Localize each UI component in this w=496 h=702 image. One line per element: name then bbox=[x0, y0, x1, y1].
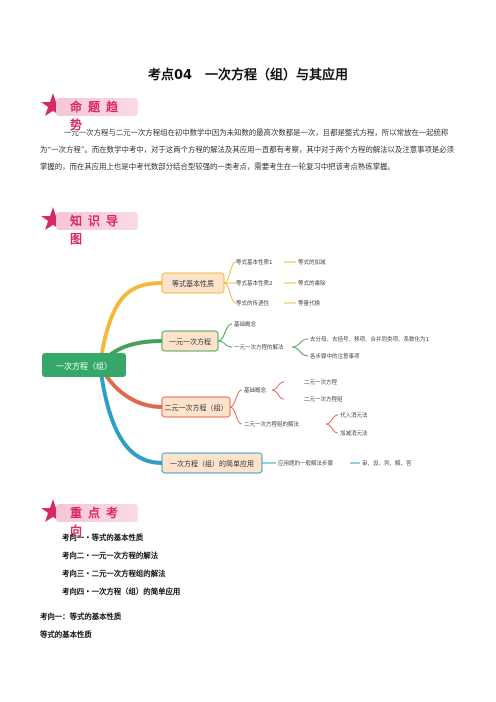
document-title: 考点04 一次方程（组）与其应用 bbox=[147, 68, 349, 83]
branch-line-4 bbox=[98, 364, 163, 465]
mindmap-b2-note: 去分母、去括号、移项、合并同类项、系数化为1 bbox=[310, 335, 429, 343]
mindmap-b3-item: 二元一次方程组的解法 bbox=[244, 420, 300, 428]
direction-list: 考向一・等式的基本性质 考向二・一元一次方程的解法 考向三・二元一次方程组的解法… bbox=[62, 529, 180, 601]
banner-label: 命题趋势 bbox=[56, 98, 138, 132]
mindmap-node-b4-label: 一次方程（组）的简单应用 bbox=[170, 459, 254, 468]
mindmap-node-b3-label: 二元一次方程（组） bbox=[165, 403, 228, 412]
mindmap-b1-note: 等式的乘除 bbox=[298, 279, 326, 287]
direction-item: 考向一・等式的基本性质 bbox=[62, 533, 144, 542]
branch-line-1 bbox=[98, 281, 163, 366]
direction-item: 考向四・一次方程（组）的简单应用 bbox=[62, 587, 181, 596]
mindmap-b1-item: 等式基本性质2 bbox=[236, 279, 273, 287]
mindmap-b3-item: 基础概念 bbox=[244, 386, 267, 394]
mindmap-b2-item: 一元一次方程的解法 bbox=[234, 343, 284, 351]
mindmap-b4-note: 审、设、列、解、答 bbox=[362, 459, 412, 467]
mindmap-root bbox=[42, 353, 126, 377]
mindmap-b3-sub: 二元一次方程组 bbox=[304, 395, 343, 403]
mindmap-node-b2-label: 一元一次方程 bbox=[169, 337, 211, 346]
knowledge-mindmap: 一次方程（组） 等式基本性质 等式基本性质1 等式基本性质2 等式的传递性 等式… bbox=[42, 258, 429, 474]
section-subheading: 等式的基本性质 bbox=[40, 630, 92, 639]
mindmap-root-label: 一次方程（组） bbox=[56, 361, 112, 371]
intro-paragraph: 一元一次方程与二元一次方程组在初中数学中因为未知数的最高次数都是一次，且都是整式… bbox=[40, 128, 455, 171]
mindmap-b2-item: 基础概念 bbox=[234, 320, 257, 328]
mindmap-b1-note: 等量代换 bbox=[298, 299, 321, 307]
section-heading: 考向一：等式的基本性质 bbox=[40, 612, 122, 621]
mindmap-b3-sub: 加减消元法 bbox=[340, 429, 368, 437]
banner-label: 知识导图 bbox=[56, 212, 138, 246]
direction-item: 考向三・二元一次方程组的解法 bbox=[62, 569, 166, 578]
mindmap-b1-item: 等式的传递性 bbox=[236, 299, 270, 307]
direction-item: 考向二・一元一次方程的解法 bbox=[62, 551, 159, 560]
mindmap-b1-note: 等式的加减 bbox=[298, 258, 326, 266]
mindmap-b3-sub: 二元一次方程 bbox=[304, 378, 338, 386]
mindmap-b1-item: 等式基本性质1 bbox=[236, 258, 273, 266]
mindmap-b2-note: 各步骤中的注意事项 bbox=[310, 352, 360, 360]
mindmap-b3-sub: 代入消元法 bbox=[340, 411, 368, 419]
mindmap-b4-item: 应用题的一般解法步骤 bbox=[278, 459, 334, 467]
banner-label: 重点考向 bbox=[56, 504, 138, 538]
mindmap-node-b1-label: 等式基本性质 bbox=[172, 279, 214, 288]
